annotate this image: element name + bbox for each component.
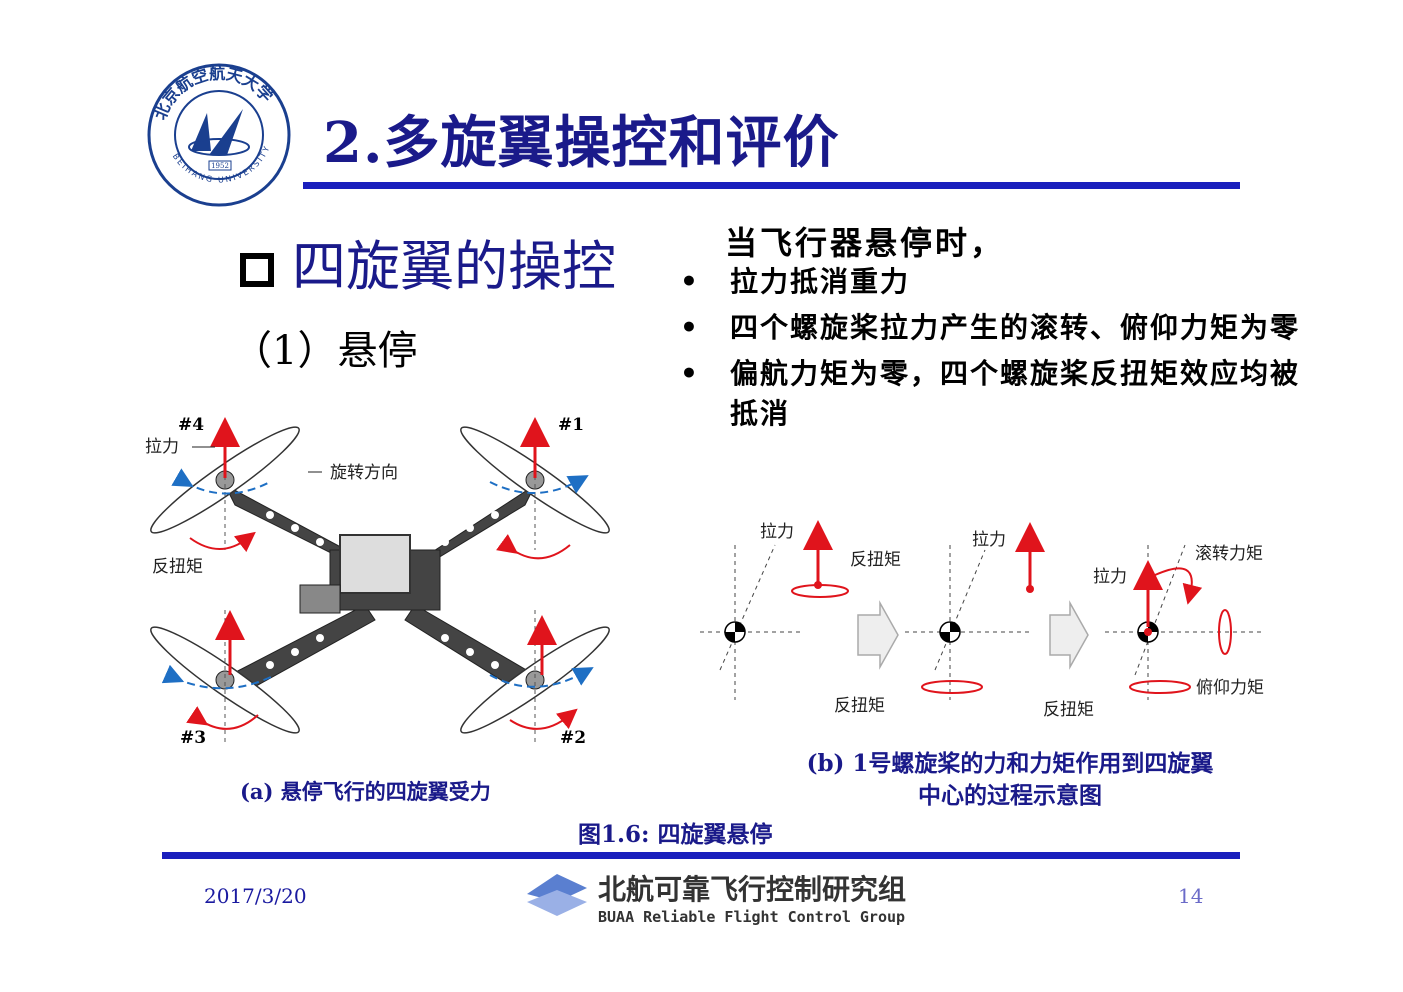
brand-logo-icon — [527, 874, 587, 916]
process-arrows — [857, 600, 1089, 670]
propeller-label-2: #2 — [560, 728, 586, 748]
bullet-text: 拉力抵消重力 — [730, 265, 911, 298]
subheading: 四旋翼的操控 — [240, 222, 616, 301]
figure-caption: 图1.6: 四旋翼悬停 — [578, 821, 773, 848]
axes — [700, 544, 1265, 700]
subheading-text: 四旋翼的操控 — [292, 235, 616, 298]
propeller-label-4: #4 — [178, 415, 204, 435]
brand-name-cn: 北航可靠飞行控制研究组 — [598, 873, 907, 906]
reaction-torque-arcs — [186, 531, 578, 730]
thrust-arrows-right — [803, 520, 1163, 627]
page-number: 14 — [1178, 884, 1204, 908]
university-logo: 北京航空航天大学 BEIHANG UNIVERSITY 1952 — [147, 63, 291, 207]
quadrotor-diagram: #4 #1 #3 #2 拉力 旋转方向 反扭矩 — [145, 415, 610, 748]
title-rule — [303, 182, 1240, 189]
thrust-label-1: 拉力 — [760, 522, 794, 542]
slide-title: 2.多旋翼操控和评价 — [323, 110, 840, 176]
rotation-arcs — [161, 468, 594, 690]
bullet-dot: • — [680, 265, 700, 298]
bullet-item: • 拉力抵消重力 — [680, 262, 1300, 302]
figure-b-caption: (b) 1号螺旋桨的力和力矩作用到四旋翼中心的过程示意图 — [806, 750, 1214, 809]
thrust-label-3: 拉力 — [1093, 567, 1127, 587]
figure-a-caption: (a) 悬停飞行的四旋翼受力 — [240, 779, 491, 804]
propeller-label-3: #3 — [180, 728, 206, 748]
footer-rule — [162, 852, 1240, 859]
brand-name-en: BUAA Reliable Flight Control Group — [598, 908, 906, 926]
thrust-arrows — [210, 417, 557, 675]
hover-heading: 当飞行器悬停时， — [725, 224, 1006, 262]
reaction-torque-label-2: 反扭矩 — [834, 696, 885, 716]
bullet-item: • 偏航力矩为零，四个螺旋桨反扭矩效应均被抵消 — [680, 354, 1300, 434]
motor-axes — [224, 420, 536, 745]
force-transfer-diagram: 拉力 反扭矩 拉力 反扭矩 拉力 滚转力矩 反扭矩 俯仰力矩 — [700, 520, 1265, 720]
bullet-item: • 四个螺旋桨拉力产生的滚转、俯仰力矩为零 — [680, 308, 1300, 348]
thrust-label-2: 拉力 — [972, 530, 1006, 550]
propeller-label-1: #1 — [558, 415, 584, 435]
pitch-moment-label: 俯仰力矩 — [1196, 678, 1264, 698]
reaction-torque-label: 反扭矩 — [152, 557, 203, 577]
reaction-torque-label-3: 反扭矩 — [1043, 700, 1094, 720]
slide-date: 2017/3/20 — [204, 884, 307, 908]
reaction-torque-label-1: 反扭矩 — [850, 550, 901, 570]
frame-arms — [223, 483, 537, 696]
torque-arcs-right — [791, 567, 1232, 694]
bullet-dot: • — [680, 357, 700, 390]
bullet-text: 偏航力矩为零，四个螺旋桨反扭矩效应均被抵消 — [730, 357, 1301, 430]
rotation-direction-label: 旋转方向 — [330, 463, 398, 483]
square-bullet-icon — [240, 253, 274, 287]
bullet-dot: • — [680, 311, 700, 344]
bullet-text: 四个螺旋桨拉力产生的滚转、俯仰力矩为零 — [730, 311, 1301, 344]
center-of-gravity-markers — [724, 621, 1159, 643]
logo-year: 1952 — [211, 162, 229, 170]
subsection-heading: （1）悬停 — [232, 328, 418, 374]
center-body — [299, 534, 441, 614]
bullet-list: • 拉力抵消重力 • 四个螺旋桨拉力产生的滚转、俯仰力矩为零 • 偏航力矩为零，四个螺… — [680, 262, 1300, 440]
roll-moment-label: 滚转力矩 — [1195, 544, 1263, 564]
thrust-label: 拉力 — [145, 437, 179, 457]
